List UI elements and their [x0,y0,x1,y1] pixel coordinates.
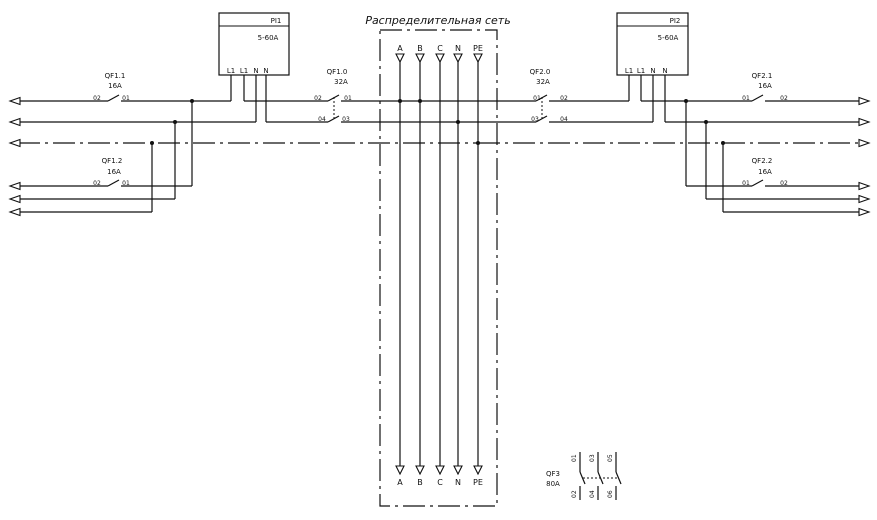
breaker-qf20-name: QF2.0 [530,68,551,76]
output-arrow-right [858,96,871,106]
left-outputs [8,96,21,217]
breaker-pin: 02 [560,95,568,102]
breaker-qf3-rating: 80A [546,480,560,488]
network-junctions [398,99,480,145]
meter-pi2-rating: 5-60A [658,34,679,42]
output-arrow-right [858,207,871,217]
breaker-pin: 01 [122,95,130,102]
bus-terminals-bottom [395,465,483,476]
breaker-qf22: QF2.2 16A 01 02 [742,157,788,187]
output-arrow-left [8,96,21,106]
output-arrow-left [8,181,21,191]
bus-label-b: B [417,44,423,53]
bus-label-b-bottom: B [417,478,423,487]
bus-label-n: N [455,44,461,53]
meter-pi1-rating: 5-60A [258,34,279,42]
breaker-qf10-name: QF1.0 [327,68,348,76]
breaker-pin: 03 [531,116,539,123]
network-title: Распределительная сеть [365,14,510,27]
breaker-qf11-name: QF1.1 [105,72,126,80]
breaker-contacts [107,94,764,187]
right-outputs [858,96,871,217]
breaker-pin: 06 [607,490,614,498]
network-buses [399,62,479,466]
meter-pi1: PI1 5-60A L1 L1 N N [218,12,290,76]
output-arrow-left [8,138,21,148]
breaker-pin: 04 [318,116,326,123]
meter-pi2: PI2 5-60A L1 L1 N N [616,12,689,76]
breaker-qf22-name: QF2.2 [752,157,773,165]
meter-pi1-terminal: N [253,67,258,75]
breaker-pin: 02 [571,490,578,498]
output-arrow-left [8,207,21,217]
breaker-qf10: QF1.0 32A 02 01 04 03 [314,68,352,123]
breaker-pin: 01 [742,95,750,102]
output-arrow-right [858,138,871,148]
bus-labels-top: A B C N PE [397,44,483,53]
bus-label-a-bottom: A [397,478,403,487]
breaker-pin: 02 [93,180,101,187]
breaker-qf12: QF1.2 16A 02 01 [93,157,130,187]
breaker-pin: 01 [344,95,352,102]
breaker-pin: 05 [607,454,614,462]
breaker-qf12-rating: 16A [107,168,121,176]
breaker-qf12-name: QF1.2 [102,157,123,165]
meter-pi2-terminal: L1 [625,67,633,75]
meter-pi1-name: PI1 [271,17,282,25]
right-wiring [400,75,862,213]
breaker-pin: 04 [560,116,568,123]
meter-pi1-terminal: L1 [227,67,235,75]
breaker-pin: 02 [780,95,788,102]
bus-terminals-top [395,53,483,64]
breaker-qf21-rating: 16A [758,82,772,90]
output-arrow-left [8,117,21,127]
bus-label-pe-bottom: PE [473,478,483,487]
meter-pi2-terminal: L1 [637,67,645,75]
output-arrow-left [8,194,21,204]
breaker-qf3-name: QF3 [546,470,560,478]
network-frame [379,29,498,507]
meter-pi2-terminal: N [650,67,655,75]
breaker-pin: 01 [122,180,130,187]
breaker-qf22-rating: 16A [758,168,772,176]
meter-pi2-name: PI2 [670,17,681,25]
breaker-qf11-rating: 16A [108,82,122,90]
meter-pi1-terminal: L1 [240,67,248,75]
breaker-pin: 01 [571,454,578,462]
breaker-pin: 02 [93,95,101,102]
breaker-qf11: QF1.1 16A 02 01 [93,72,130,102]
breaker-pin: 01 [742,180,750,187]
breaker-pin: 04 [589,490,596,498]
output-arrow-right [858,117,871,127]
output-arrow-right [858,194,871,204]
breaker-qf21: QF2.1 16A 01 02 [742,72,788,102]
breaker-pin: 03 [589,454,596,462]
bus-label-c: C [437,44,443,53]
meter-pi1-terminal: N [263,67,268,75]
breaker-qf20: QF2.0 32A 01 02 03 04 [530,68,568,123]
right-junctions [684,99,725,145]
breaker-qf10-rating: 32A [334,78,348,86]
breaker-qf3: QF3 80A 01 03 05 02 04 06 [546,452,622,500]
bus-label-pe: PE [473,44,483,53]
breaker-qf21-name: QF2.1 [752,72,773,80]
output-arrow-right [858,181,871,191]
bus-label-a: A [397,44,403,53]
breaker-pin: 03 [342,116,350,123]
left-wiring [18,75,478,213]
meter-pi2-terminal: N [662,67,667,75]
bus-label-n-bottom: N [455,478,461,487]
breaker-pin: 02 [780,180,788,187]
breaker-qf20-rating: 32A [536,78,550,86]
bus-label-c-bottom: C [437,478,443,487]
breaker-pin: 01 [533,95,541,102]
left-junctions [150,99,194,145]
breaker-pin: 02 [314,95,322,102]
bus-labels-bottom: A B C N PE [397,478,483,487]
